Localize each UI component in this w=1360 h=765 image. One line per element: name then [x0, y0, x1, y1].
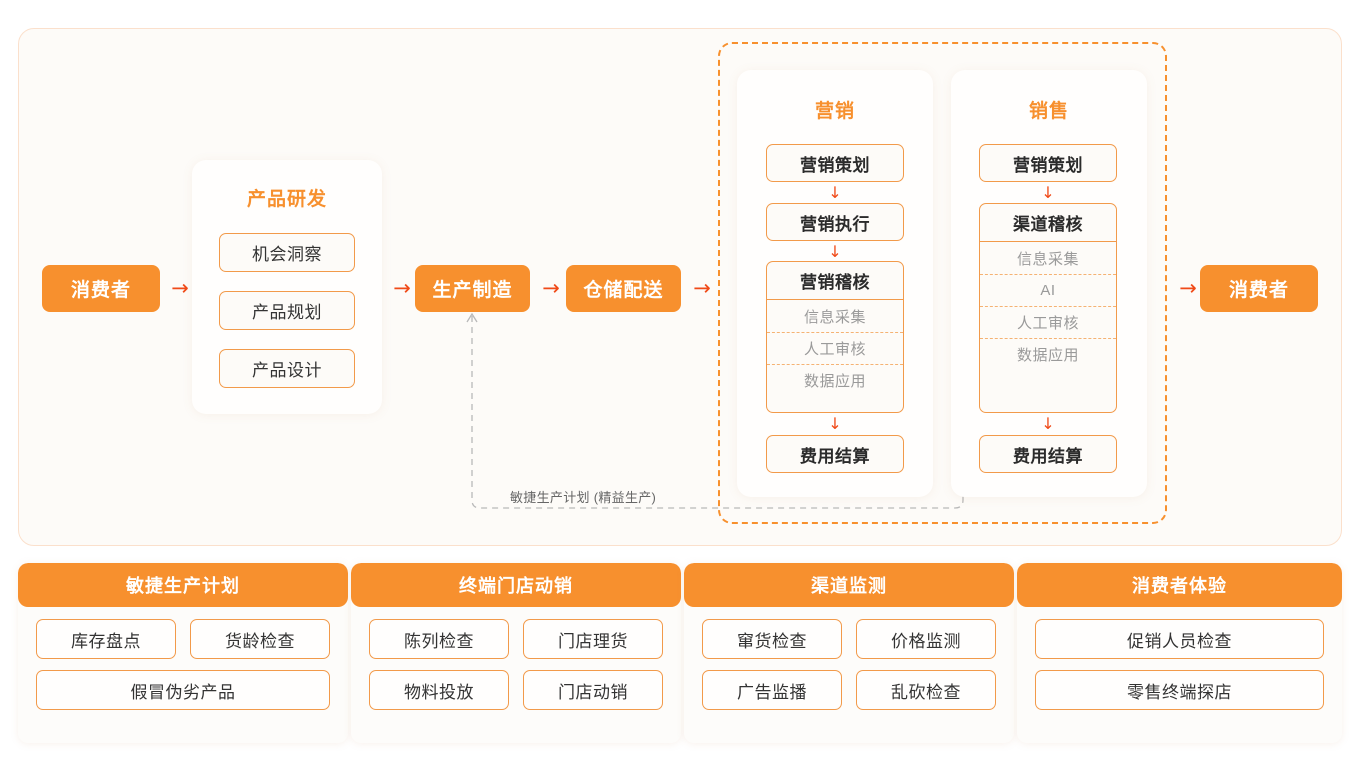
marketing-step-planning[interactable]: 营销策划	[766, 144, 904, 182]
group-sales-title: 销售	[1028, 101, 1069, 122]
bottom-card-0-body: 库存盘点 货龄检查 假冒伪劣产品	[18, 607, 348, 726]
bottom-card-2-item-3[interactable]: 乱砍检查	[856, 670, 996, 710]
sales-audit-row-1: AI	[980, 274, 1116, 306]
marketing-audit-box[interactable]: 营销稽核 信息采集 人工审核 数据应用	[766, 261, 904, 413]
bottom-card-1-item-1[interactable]: 门店理货	[523, 619, 663, 659]
bottom-card-0: 敏捷生产计划 库存盘点 货龄检查 假冒伪劣产品	[18, 563, 348, 743]
arrow-down-s2: ↓	[1041, 414, 1055, 433]
arrow-down-m1: ↓	[828, 183, 842, 202]
marketing-step-settlement[interactable]: 费用结算	[766, 435, 904, 473]
node-consumer-start[interactable]: 消费者	[42, 265, 160, 312]
bottom-card-0-item-2[interactable]: 假冒伪劣产品	[36, 670, 330, 710]
marketing-audit-row-0: 信息采集	[803, 308, 866, 326]
product-rd-item-2[interactable]: 产品设计	[219, 349, 355, 388]
bottom-card-3: 消费者体验 促销人员检查 零售终端探店	[1017, 563, 1342, 743]
bottom-card-0-item-1[interactable]: 货龄检查	[190, 619, 330, 659]
bottom-card-1-item-2[interactable]: 物料投放	[369, 670, 509, 710]
marketing-audit-row-2: 数据应用	[767, 364, 903, 396]
bottom-card-1: 终端门店动销 陈列检查 门店理货 物料投放 门店动销	[351, 563, 681, 743]
arrow-right-1: →	[171, 275, 189, 300]
sales-audit-title: 渠道稽核	[980, 204, 1116, 242]
loop-label: 敏捷生产计划 (精益生产)	[510, 490, 657, 505]
bottom-card-1-item-3[interactable]: 门店动销	[523, 670, 663, 710]
group-product-rd-title: 产品研发	[246, 189, 327, 210]
arrow-right-3: →	[542, 275, 560, 300]
bottom-card-3-item-0[interactable]: 促销人员检查	[1035, 619, 1324, 659]
bottom-card-3-body: 促销人员检查 零售终端探店	[1017, 607, 1342, 726]
sales-step-planning[interactable]: 营销策划	[979, 144, 1117, 182]
node-warehouse-delivery[interactable]: 仓储配送	[566, 265, 681, 312]
sales-step-settlement[interactable]: 费用结算	[979, 435, 1117, 473]
marketing-audit-title: 营销稽核	[767, 262, 903, 300]
bottom-card-2-title: 渠道监测	[684, 563, 1014, 607]
sales-audit-box[interactable]: 渠道稽核 信息采集 AI 人工审核 数据应用	[979, 203, 1117, 413]
bottom-card-2-body: 窜货检查 价格监测 广告监播 乱砍检查	[684, 607, 1014, 726]
bottom-card-1-title: 终端门店动销	[351, 563, 681, 607]
sales-audit-row-3: 数据应用	[980, 338, 1116, 370]
marketing-audit-row-1: 人工审核	[767, 332, 903, 364]
bottom-card-2-item-2[interactable]: 广告监播	[702, 670, 842, 710]
node-consumer-end[interactable]: 消费者	[1200, 265, 1318, 312]
arrow-down-m2: ↓	[828, 242, 842, 261]
bottom-card-0-title: 敏捷生产计划	[18, 563, 348, 607]
bottom-card-0-item-0[interactable]: 库存盘点	[36, 619, 176, 659]
bottom-card-1-body: 陈列检查 门店理货 物料投放 门店动销	[351, 607, 681, 726]
bottom-card-2-item-1[interactable]: 价格监测	[856, 619, 996, 659]
product-rd-item-0[interactable]: 机会洞察	[219, 233, 355, 272]
node-manufacturing[interactable]: 生产制造	[415, 265, 530, 312]
sales-audit-row-0: 信息采集	[1016, 250, 1079, 268]
bottom-card-1-item-0[interactable]: 陈列检查	[369, 619, 509, 659]
arrow-down-s1: ↓	[1041, 183, 1055, 202]
arrow-down-m3: ↓	[828, 414, 842, 433]
bottom-card-2: 渠道监测 窜货检查 价格监测 广告监播 乱砍检查	[684, 563, 1014, 743]
arrow-right-4: →	[693, 275, 711, 300]
marketing-step-execution[interactable]: 营销执行	[766, 203, 904, 241]
sales-audit-row-2: 人工审核	[980, 306, 1116, 338]
arrow-right-5: →	[1179, 275, 1197, 300]
group-marketing-title: 营销	[814, 101, 855, 122]
arrow-right-2: →	[393, 275, 411, 300]
bottom-card-3-item-1[interactable]: 零售终端探店	[1035, 670, 1324, 710]
marketing-sales-container	[718, 42, 1167, 524]
product-rd-item-1[interactable]: 产品规划	[219, 291, 355, 330]
bottom-card-3-title: 消费者体验	[1017, 563, 1342, 607]
bottom-card-2-item-0[interactable]: 窜货检查	[702, 619, 842, 659]
